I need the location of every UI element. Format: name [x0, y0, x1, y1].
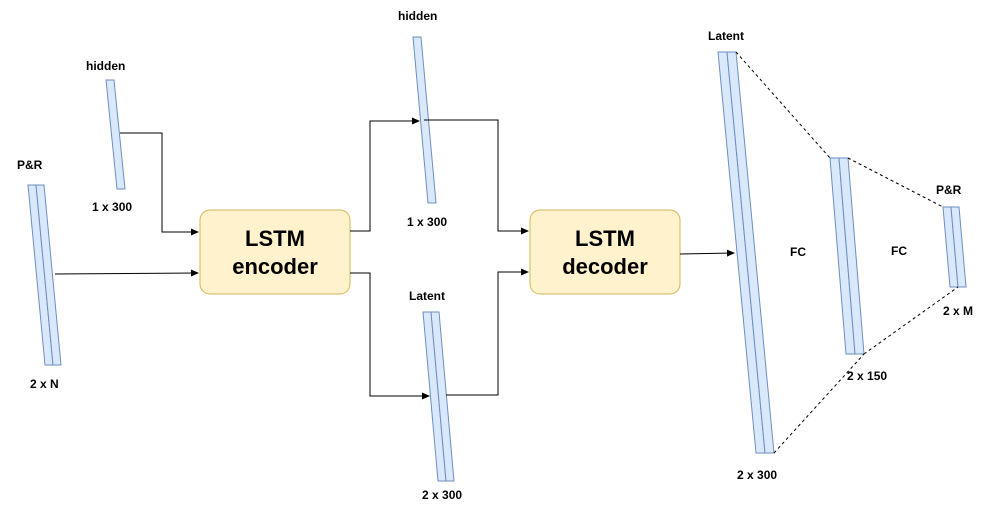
input-to-encoder-arrow: [54, 269, 199, 277]
encoder-hidden-vector: [105, 79, 126, 190]
encoder-to-hidden-arrow: [350, 117, 420, 232]
lstm-decoder-subtitle: decoder: [562, 254, 648, 279]
fc2-projection-top: [847, 157, 944, 208]
output-label: P&R: [936, 183, 962, 197]
fc-layer-2-label: FC: [891, 244, 907, 258]
lstm-decoder-block: [529, 209, 681, 295]
hidden-to-encoder-arrow: [120, 132, 199, 236]
decoder-to-latent-arrow: [679, 249, 735, 257]
input-dim: 2 x N: [30, 377, 59, 391]
input-vector: [27, 184, 62, 366]
decoder-latent-label: Latent: [708, 29, 744, 43]
encoder-hidden-dim: 1 x 300: [92, 200, 132, 214]
output-vector: [942, 206, 967, 288]
fc-layer-1-label: FC: [790, 245, 806, 259]
fc-hidden-dim: 2 x 150: [847, 369, 887, 383]
fc1-projection-top: [735, 51, 831, 159]
lstm-decoder-title: LSTM: [575, 226, 635, 251]
decoder-latent-dim: 2 x 300: [737, 468, 777, 482]
hidden-to-decoder-arrow: [424, 119, 529, 235]
output-dim: 2 x M: [943, 304, 973, 318]
lstm-encoder-subtitle: encoder: [232, 254, 318, 279]
encoder-hidden-label: hidden: [86, 59, 125, 73]
decoder-hidden-label: hidden: [398, 9, 437, 23]
decoder-latent-vector: [717, 51, 775, 454]
fc-hidden-vector: [829, 157, 865, 355]
encoder-to-latent-arrow: [350, 272, 430, 400]
encoder-latent-label: Latent: [409, 289, 445, 303]
encoder-latent-dim: 2 x 300: [422, 488, 462, 502]
lstm-encoder-block: [199, 209, 351, 295]
fc1-projection-bottom: [773, 353, 865, 454]
input-label: P&R: [17, 158, 43, 172]
lstm-encoder-title: LSTM: [245, 226, 305, 251]
decoder-hidden-dim: 1 x 300: [407, 215, 447, 229]
fc2-projection-bottom: [863, 286, 959, 355]
encoder-latent-vector: [422, 311, 455, 482]
latent-to-decoder-arrow: [446, 268, 529, 396]
